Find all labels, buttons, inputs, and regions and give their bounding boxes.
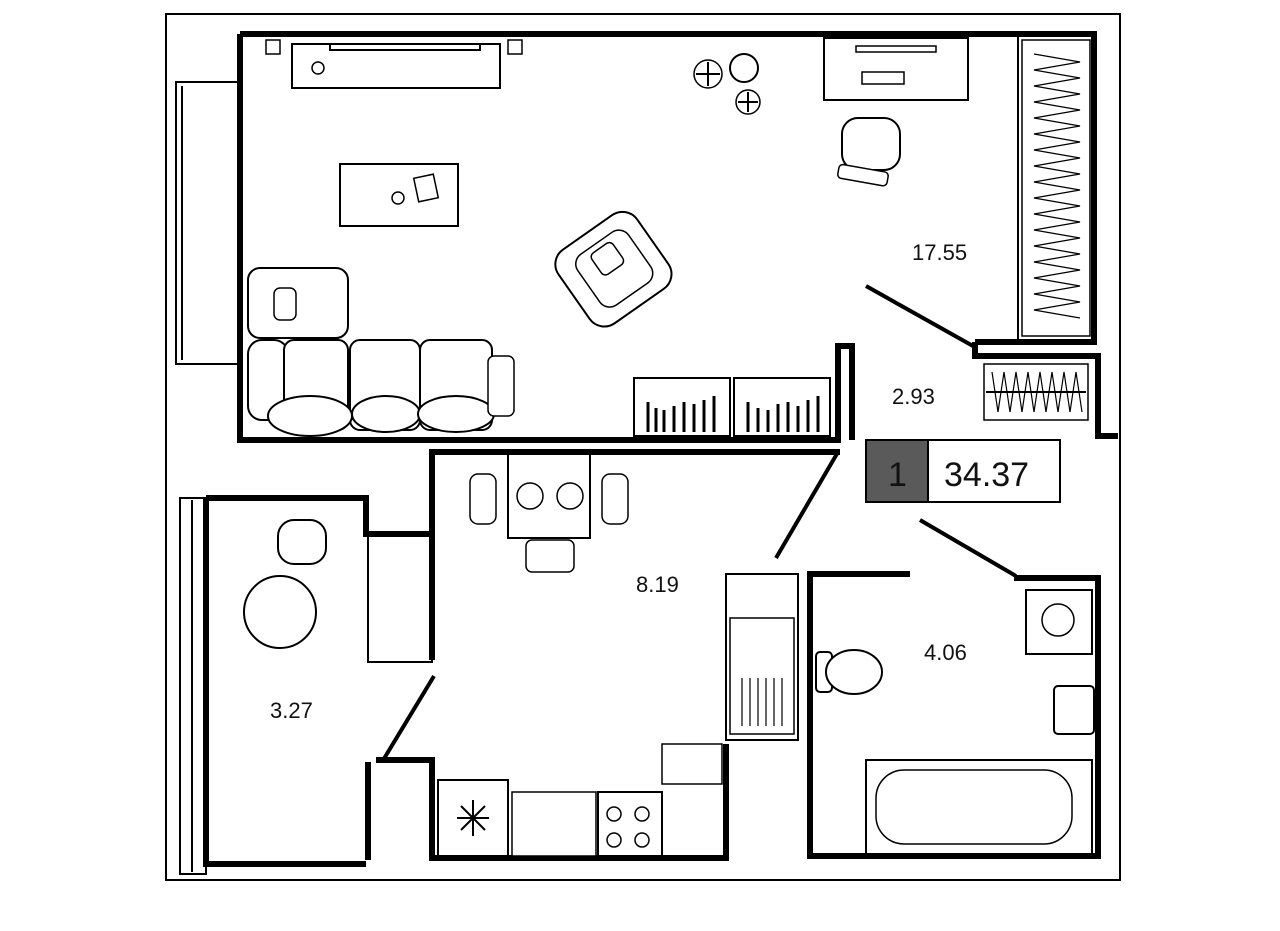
kitchen-wall-bottom [376, 744, 729, 861]
storage-rack [983, 363, 1089, 421]
plate [556, 482, 584, 510]
toilet-icon [815, 649, 883, 695]
kitchen-door [774, 450, 840, 560]
living-door [865, 284, 974, 348]
bathtub-icon [865, 759, 1093, 855]
room-area-balcony: 3.27 [270, 698, 313, 723]
cup-icon [391, 191, 405, 205]
dining-chair [525, 539, 575, 573]
book-icon [412, 173, 440, 203]
plate [516, 482, 544, 510]
lamp-icon [311, 61, 325, 75]
speaker-right [507, 39, 523, 55]
desk-chair [837, 117, 901, 187]
living-wall-outer [240, 31, 1097, 345]
keyboard [861, 71, 905, 85]
balcony-furniture [243, 519, 327, 649]
bathroom-furniture [815, 589, 1095, 855]
dining-chair [601, 473, 629, 525]
stove-icon [597, 791, 663, 857]
tv [329, 43, 481, 51]
wardrobe [1021, 39, 1091, 337]
rooms-count-box [865, 439, 929, 503]
building-outline [165, 13, 1121, 881]
sink-icon [729, 617, 795, 735]
cushion [487, 355, 515, 417]
room-area-bathroom: 4.06 [924, 640, 967, 665]
sofa [247, 267, 515, 437]
monitor [855, 45, 937, 53]
balcony-wall-left [203, 498, 366, 867]
doors [380, 284, 1018, 764]
round-table [243, 575, 317, 649]
bathroom-door [918, 518, 1018, 578]
cushion [273, 287, 297, 321]
dining-chair [469, 473, 497, 525]
kitchen-furniture [437, 453, 799, 857]
room-area-living: 17.55 [912, 240, 967, 265]
rooms-count: 1 [888, 456, 907, 494]
storage-wall [972, 342, 1118, 439]
speaker-left [265, 39, 281, 55]
total-area-box [927, 439, 1061, 503]
plant-icon [693, 53, 761, 115]
room-area-storage: 2.93 [892, 384, 935, 409]
room-area-kitchen: 8.19 [636, 572, 679, 597]
apartment-badge: 1 34.37 [865, 439, 1061, 503]
counter [661, 743, 723, 785]
bathroom-wall [807, 571, 1101, 859]
hangers [1033, 53, 1081, 319]
walls [203, 31, 1118, 867]
tv-console [291, 43, 501, 89]
counter [511, 791, 597, 857]
armchair [554, 210, 673, 328]
total-area: 34.37 [944, 456, 1029, 494]
balcony-chair [277, 519, 327, 565]
washbasin [1053, 685, 1095, 735]
left-window [175, 81, 239, 365]
balcony-wall-top [206, 495, 432, 537]
snowflake-icon [457, 800, 489, 836]
living-wall-lower [237, 34, 855, 443]
outer-envelope [165, 13, 1121, 881]
living-furniture [247, 37, 1091, 437]
balcony-door [380, 674, 436, 764]
bookshelf [733, 377, 831, 437]
